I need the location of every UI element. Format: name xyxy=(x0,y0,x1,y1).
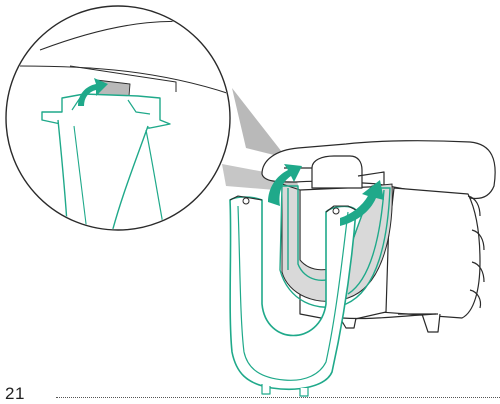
page-number: 21 xyxy=(5,384,25,404)
dotted-divider xyxy=(56,397,500,398)
page-footer: 21 xyxy=(0,376,500,404)
detail-zoom-circle xyxy=(6,6,236,240)
